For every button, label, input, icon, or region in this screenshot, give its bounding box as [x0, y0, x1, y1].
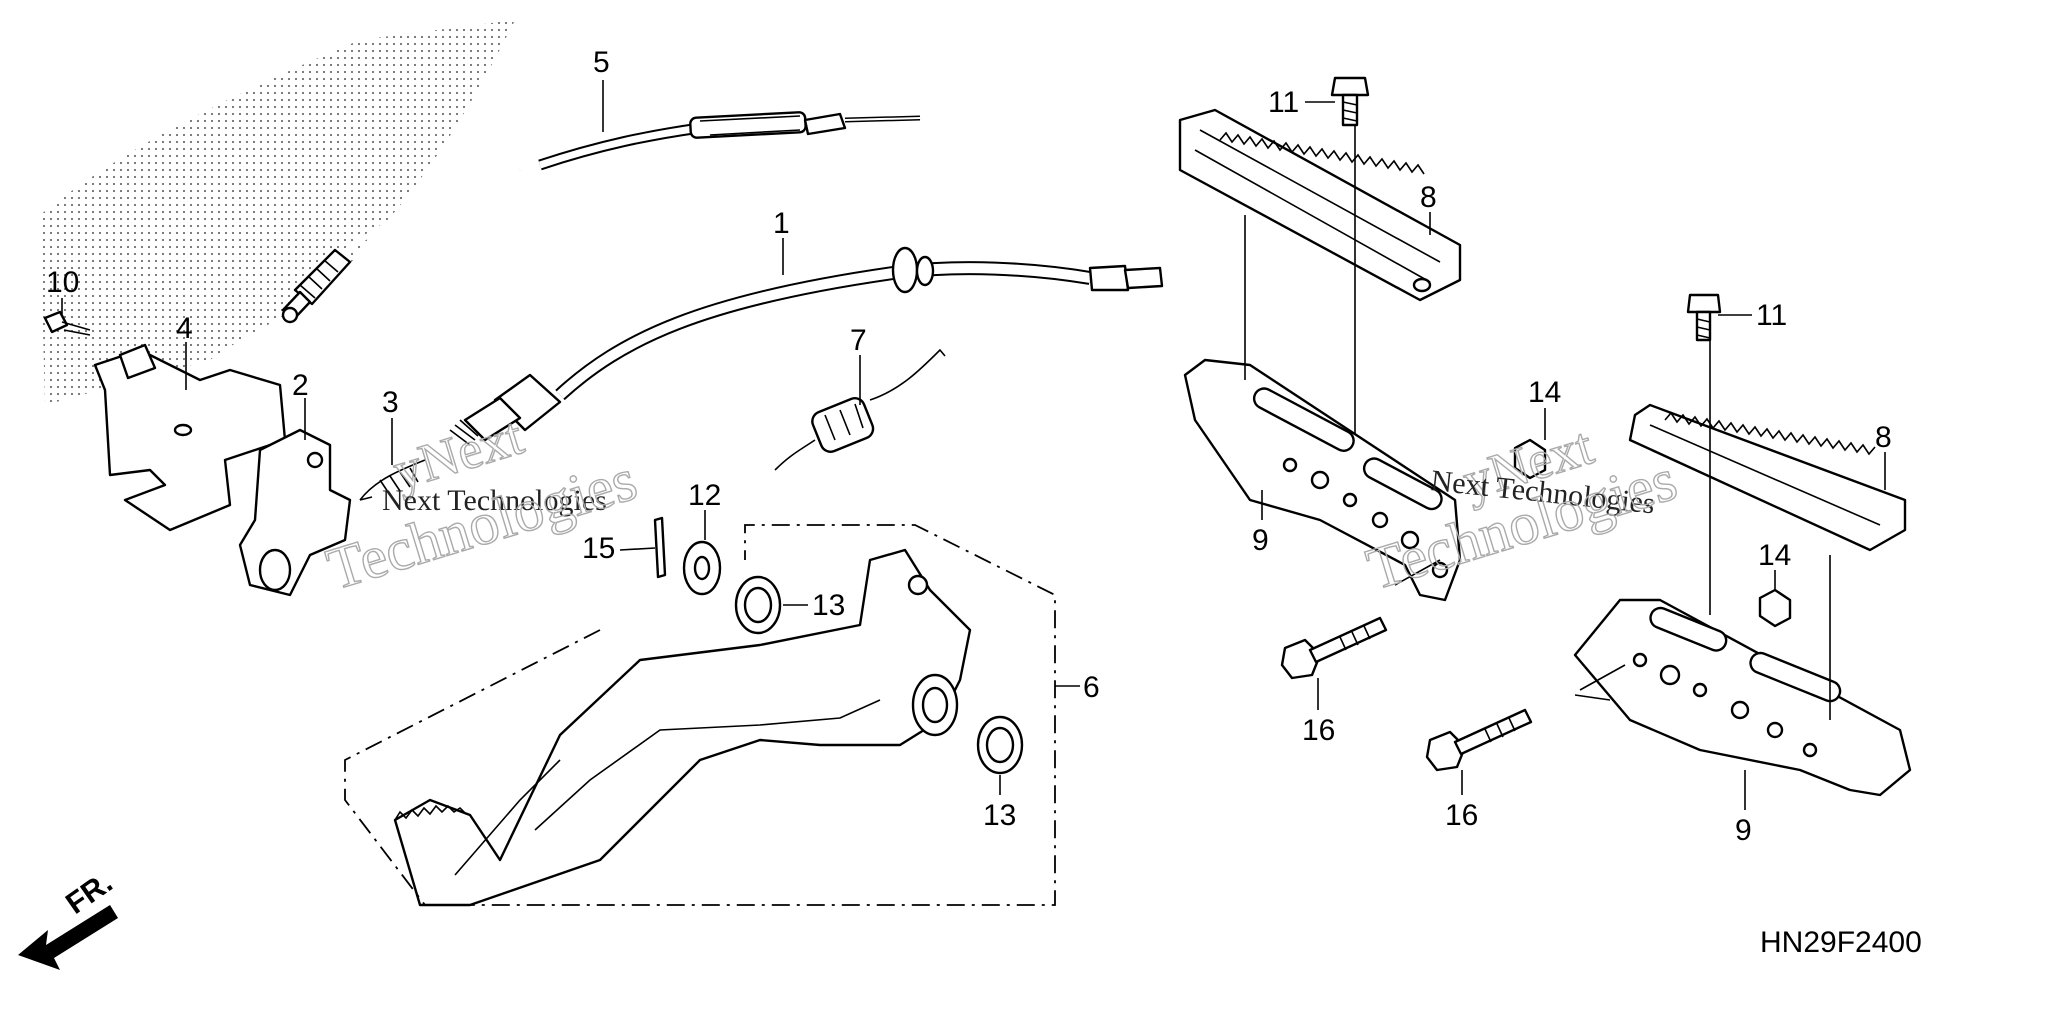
- bolt-16-lower: [1425, 708, 1533, 772]
- spring-3: [359, 459, 426, 501]
- bolt-11-upper: [1330, 76, 1370, 127]
- callout-11-upper: 11: [1268, 86, 1299, 119]
- bolt-10: [43, 310, 91, 336]
- callout-4: 4: [176, 312, 193, 345]
- callout-8-upper: 8: [1420, 181, 1437, 214]
- cable-5: [281, 111, 921, 324]
- callout-1: 1: [773, 207, 790, 240]
- pin-15: [653, 516, 667, 579]
- bearing-13-lower: [976, 715, 1024, 775]
- nut-14-lower: [1758, 588, 1792, 628]
- step-bracket-9-lower: [1573, 598, 1912, 797]
- callout-8-lower: 8: [1875, 421, 1892, 454]
- nut-14-upper: [1513, 438, 1547, 480]
- stipple-shading: [40, 20, 515, 405]
- step-bracket-9-upper: [1183, 358, 1462, 602]
- bolt-11-lower: [1686, 293, 1722, 342]
- callout-12: 12: [688, 479, 721, 512]
- spring-7: [774, 348, 946, 471]
- bracket-4: [93, 348, 287, 532]
- callout-13-lower: 13: [983, 799, 1016, 832]
- bolt-16-upper: [1280, 616, 1388, 680]
- callout-16-upper: 16: [1302, 714, 1335, 747]
- callout-9-upper: 9: [1252, 524, 1269, 557]
- callout-5: 5: [593, 46, 610, 79]
- callout-9-lower: 9: [1735, 814, 1752, 847]
- front-direction-arrow: [18, 905, 118, 970]
- callout-6: 6: [1083, 671, 1100, 704]
- diagram-code: HN29F2400: [1760, 926, 1922, 959]
- step-plate-8-lower: [1628, 403, 1907, 552]
- callout-14-lower: 14: [1758, 539, 1791, 572]
- callout-14-upper: 14: [1528, 376, 1561, 409]
- callout-7: 7: [850, 324, 867, 357]
- callout-10: 10: [46, 266, 79, 299]
- callout-15: 15: [582, 532, 615, 565]
- cable-1: [449, 246, 1164, 446]
- step-plate-8-upper: [1178, 108, 1462, 302]
- bearing-13-upper: [734, 575, 782, 635]
- leader-15: [619, 547, 656, 551]
- assembly-outline-6: [344, 524, 1056, 906]
- callout-11-lower: 11: [1756, 299, 1787, 332]
- brake-pedal-6: [393, 548, 972, 907]
- watermark-line-left: Next Technologies: [382, 484, 607, 517]
- callout-3: 3: [382, 386, 399, 419]
- callout-16-lower: 16: [1445, 799, 1478, 832]
- callout-2: 2: [292, 369, 309, 402]
- callout-13-upper: 13: [812, 589, 845, 622]
